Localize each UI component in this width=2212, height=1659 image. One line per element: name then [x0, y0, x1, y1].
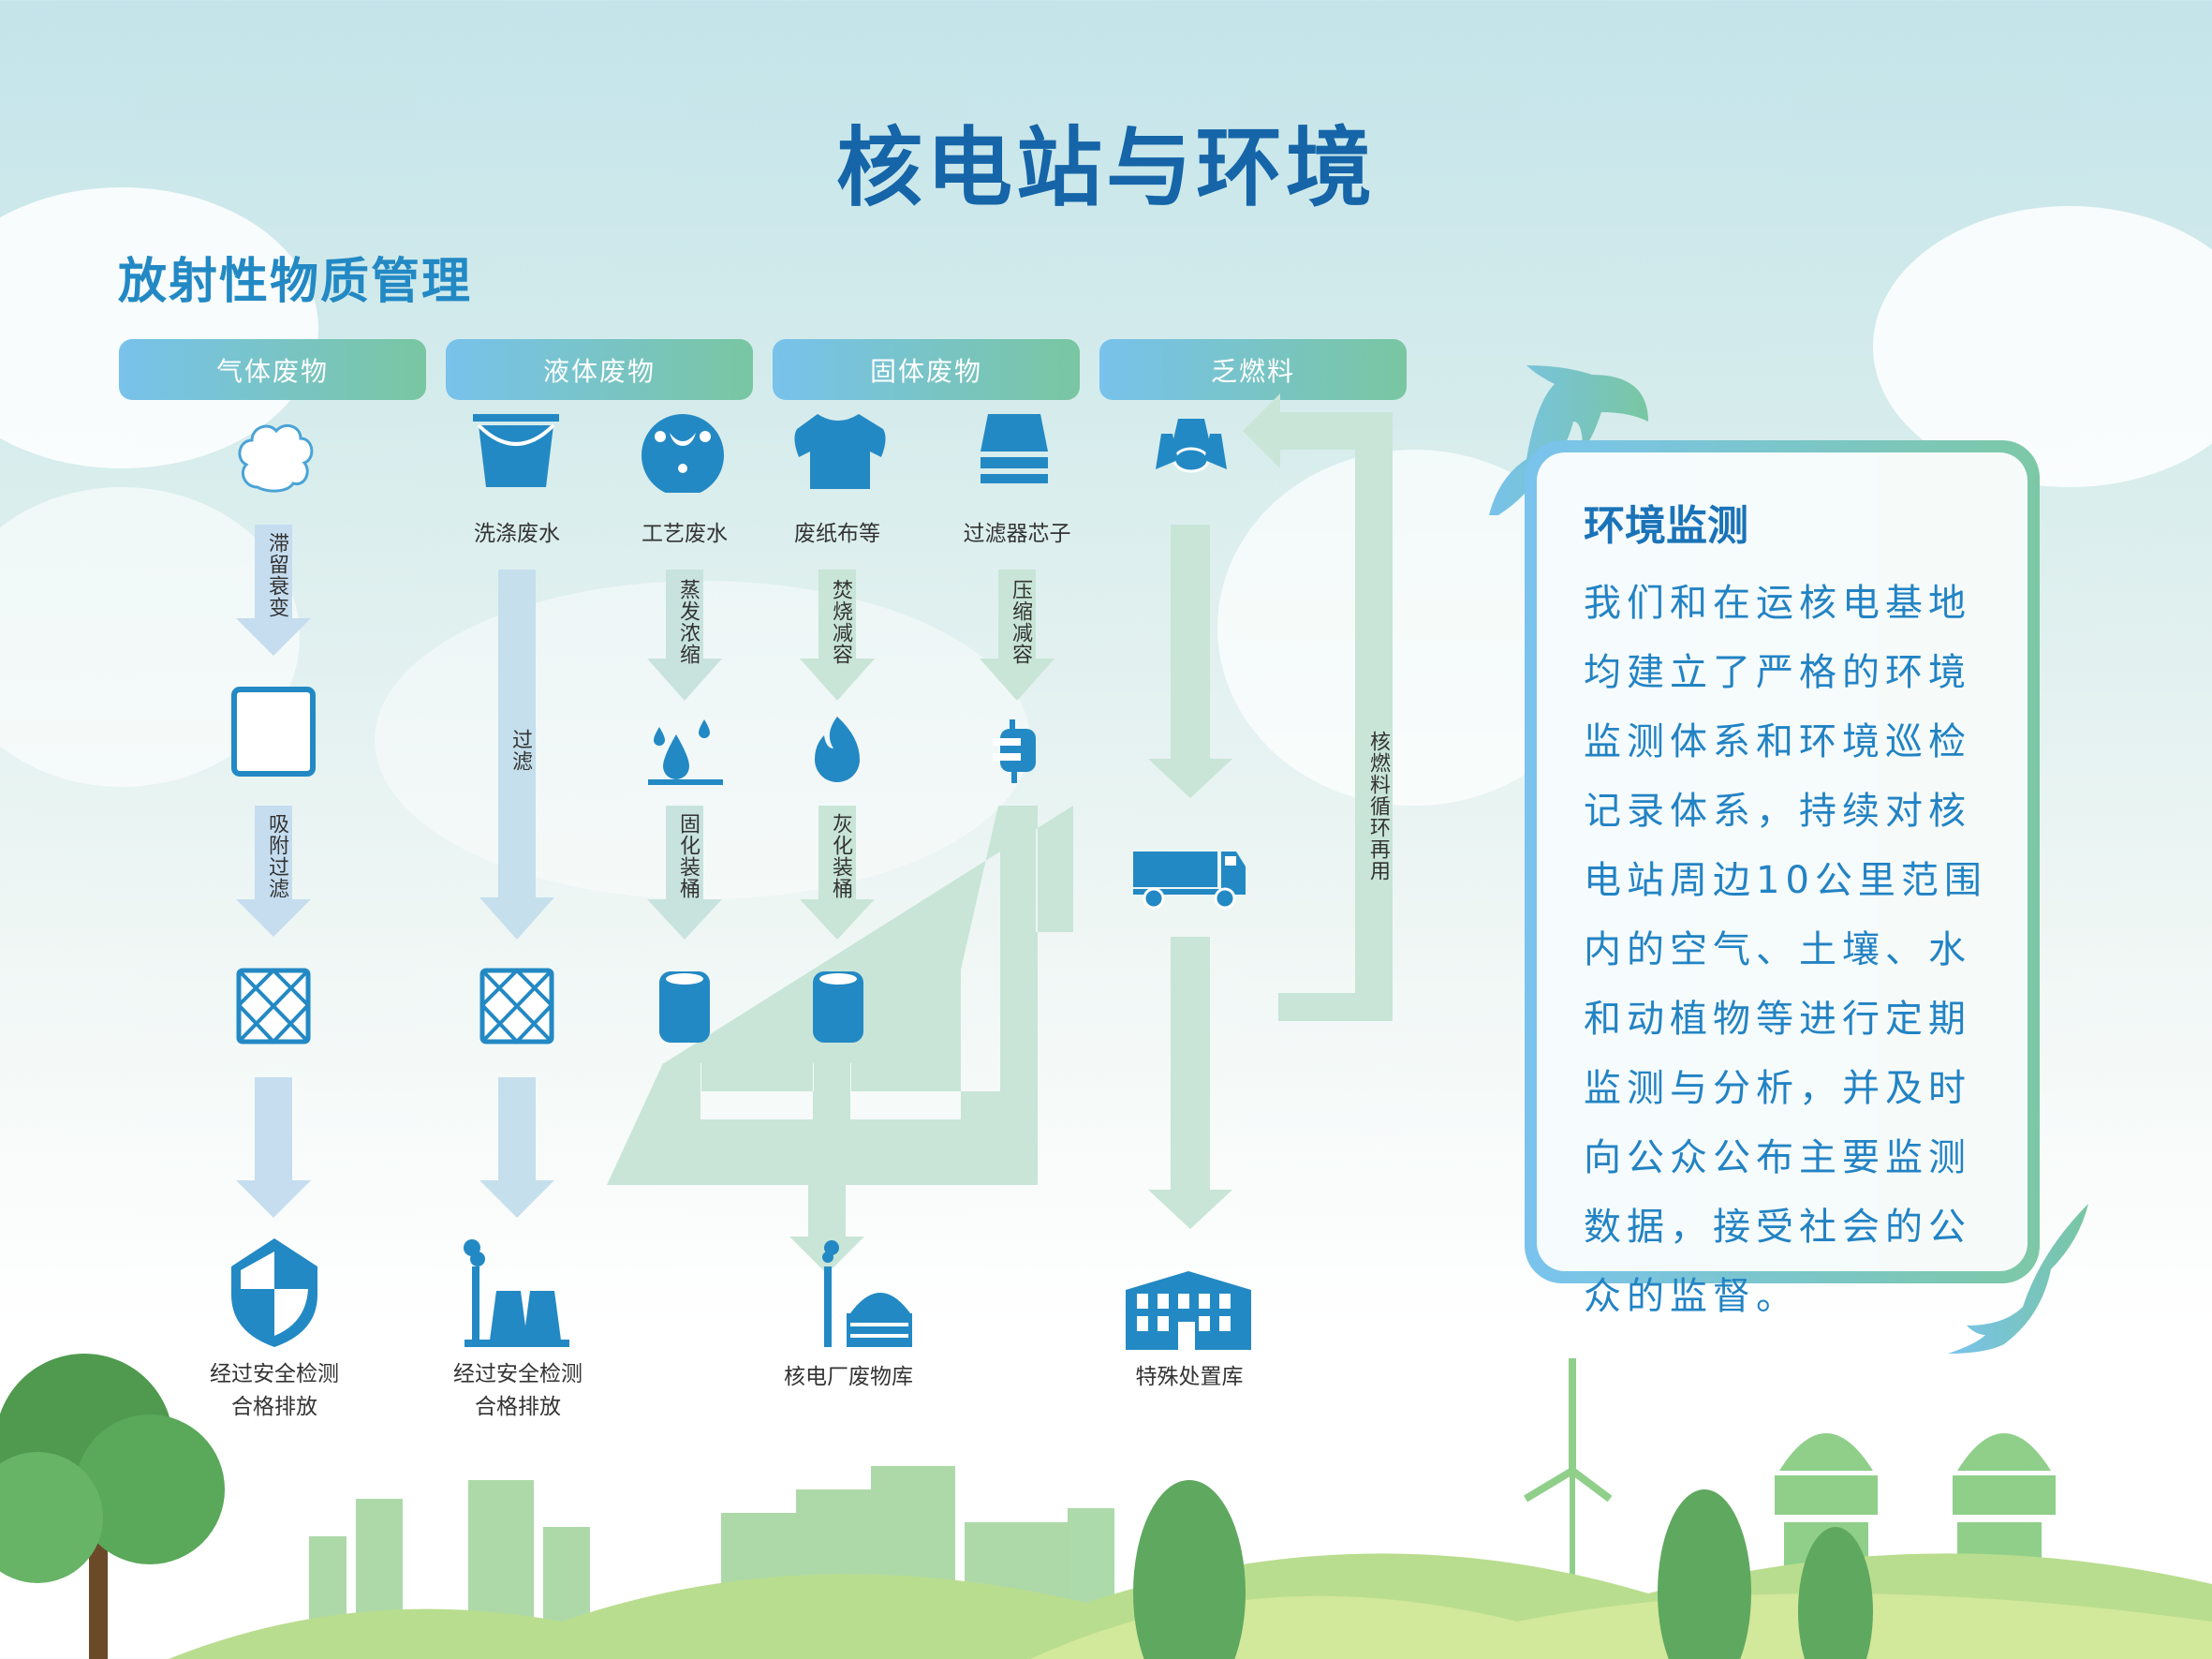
arrow-fuel-transport	[1148, 525, 1232, 798]
factory-cooling-tower-icon	[464, 1239, 569, 1347]
retention-tank-icon	[231, 687, 316, 777]
category-solid-waste: 固体废物	[773, 339, 1080, 400]
barrel-icon	[659, 971, 710, 1043]
monitoring-title: 环境监测	[1584, 502, 1748, 550]
label-retention-decay: 滞留衰变	[265, 532, 288, 618]
destination-liquid-release-line1: 经过安全检测	[453, 1362, 582, 1386]
label-evaporation: 蒸发浓缩	[676, 579, 700, 665]
label-compaction: 压缩减容	[1009, 579, 1032, 665]
source-filter-core: 过滤器芯子	[963, 522, 1071, 546]
process-water-icon	[641, 414, 724, 493]
destination-gas-release-line1: 经过安全检测	[210, 1362, 339, 1386]
arrow-filter-1	[980, 570, 1054, 701]
destination-special-store: 特殊处置库	[1135, 1365, 1244, 1389]
arrow-fuel-store	[1148, 937, 1232, 1229]
arrow-wash-filter	[479, 570, 554, 940]
source-wash-water: 洗涤废水	[474, 522, 560, 546]
fire-icon	[815, 717, 860, 782]
source-process-water: 工艺废水	[641, 522, 728, 546]
page-title: 核电站与环境	[835, 118, 1376, 218]
arrow-wash-release	[479, 1077, 554, 1218]
arrow-process-1	[647, 570, 722, 701]
arrow-fuel-recycle	[1243, 393, 1393, 1021]
liquid-filter-icon	[479, 968, 554, 1044]
destination-gas-release-line2: 合格排放	[231, 1395, 317, 1419]
label-incineration: 焚烧减容	[829, 579, 852, 665]
arrow-gas-1	[236, 525, 311, 656]
tree	[0, 1354, 225, 1659]
section-title: 放射性物质管理	[118, 254, 473, 310]
adsorption-filter-icon	[236, 968, 311, 1044]
shield-icon	[231, 1238, 317, 1347]
arrow-process-2	[647, 806, 722, 940]
destination-gas-release: 经过安全检测 合格排放	[197, 1358, 352, 1424]
barrel-icon	[813, 971, 863, 1043]
special-repository-icon	[1126, 1271, 1251, 1350]
category-gas-waste: 气体废物	[119, 339, 426, 400]
label-adsorption-filter: 吸附过滤	[265, 813, 288, 899]
category-liquid-waste: 液体废物	[446, 339, 753, 400]
fuel-rods-icon	[1156, 419, 1227, 473]
label-ash-barrel: 灰化装桶	[829, 813, 852, 899]
destination-liquid-release-line2: 合格排放	[475, 1395, 561, 1419]
label-solidify-barrel: 固化装桶	[676, 813, 700, 899]
arrow-gas-3	[236, 1077, 311, 1218]
dolphin-decoration-icon	[1948, 1204, 2088, 1354]
truck-icon	[1133, 852, 1246, 910]
gas-cloud-icon	[238, 423, 314, 493]
bucket-icon	[473, 414, 559, 487]
source-paper-cloth: 废纸布等	[794, 522, 880, 546]
compactor-icon	[993, 719, 1036, 783]
arrow-paper-2	[800, 806, 875, 940]
category-spent-fuel: 乏燃料	[1099, 339, 1407, 400]
landscape-decoration	[0, 1354, 2212, 1659]
arrow-paper-1	[800, 570, 875, 701]
wind-turbine	[1523, 1358, 1613, 1658]
evaporation-drops-icon	[648, 719, 723, 785]
arrow-gas-2	[236, 806, 311, 937]
destination-liquid-release: 经过安全检测 合格排放	[440, 1358, 596, 1424]
tshirt-icon	[794, 414, 886, 489]
monitoring-body: 我们和在运核电基地均建立了严格的环境监测体系和环境巡检记录体系，持续对核电站周边…	[1584, 582, 1987, 1318]
waste-storage-plant-icon	[822, 1240, 912, 1347]
label-filtration: 过滤	[509, 729, 532, 772]
label-fuel-recycle: 核燃料循环再用	[1366, 731, 1390, 881]
filter-stack-icon	[981, 414, 1048, 483]
shrubs	[1133, 1480, 1873, 1659]
destination-waste-store: 核电厂废物库	[784, 1365, 913, 1389]
cloud-decoration	[0, 187, 318, 468]
environmental-monitoring-panel: 环境监测 我们和在运核电基地均建立了严格的环境监测体系和环境巡检记录体系，持续对…	[1525, 440, 2040, 1318]
